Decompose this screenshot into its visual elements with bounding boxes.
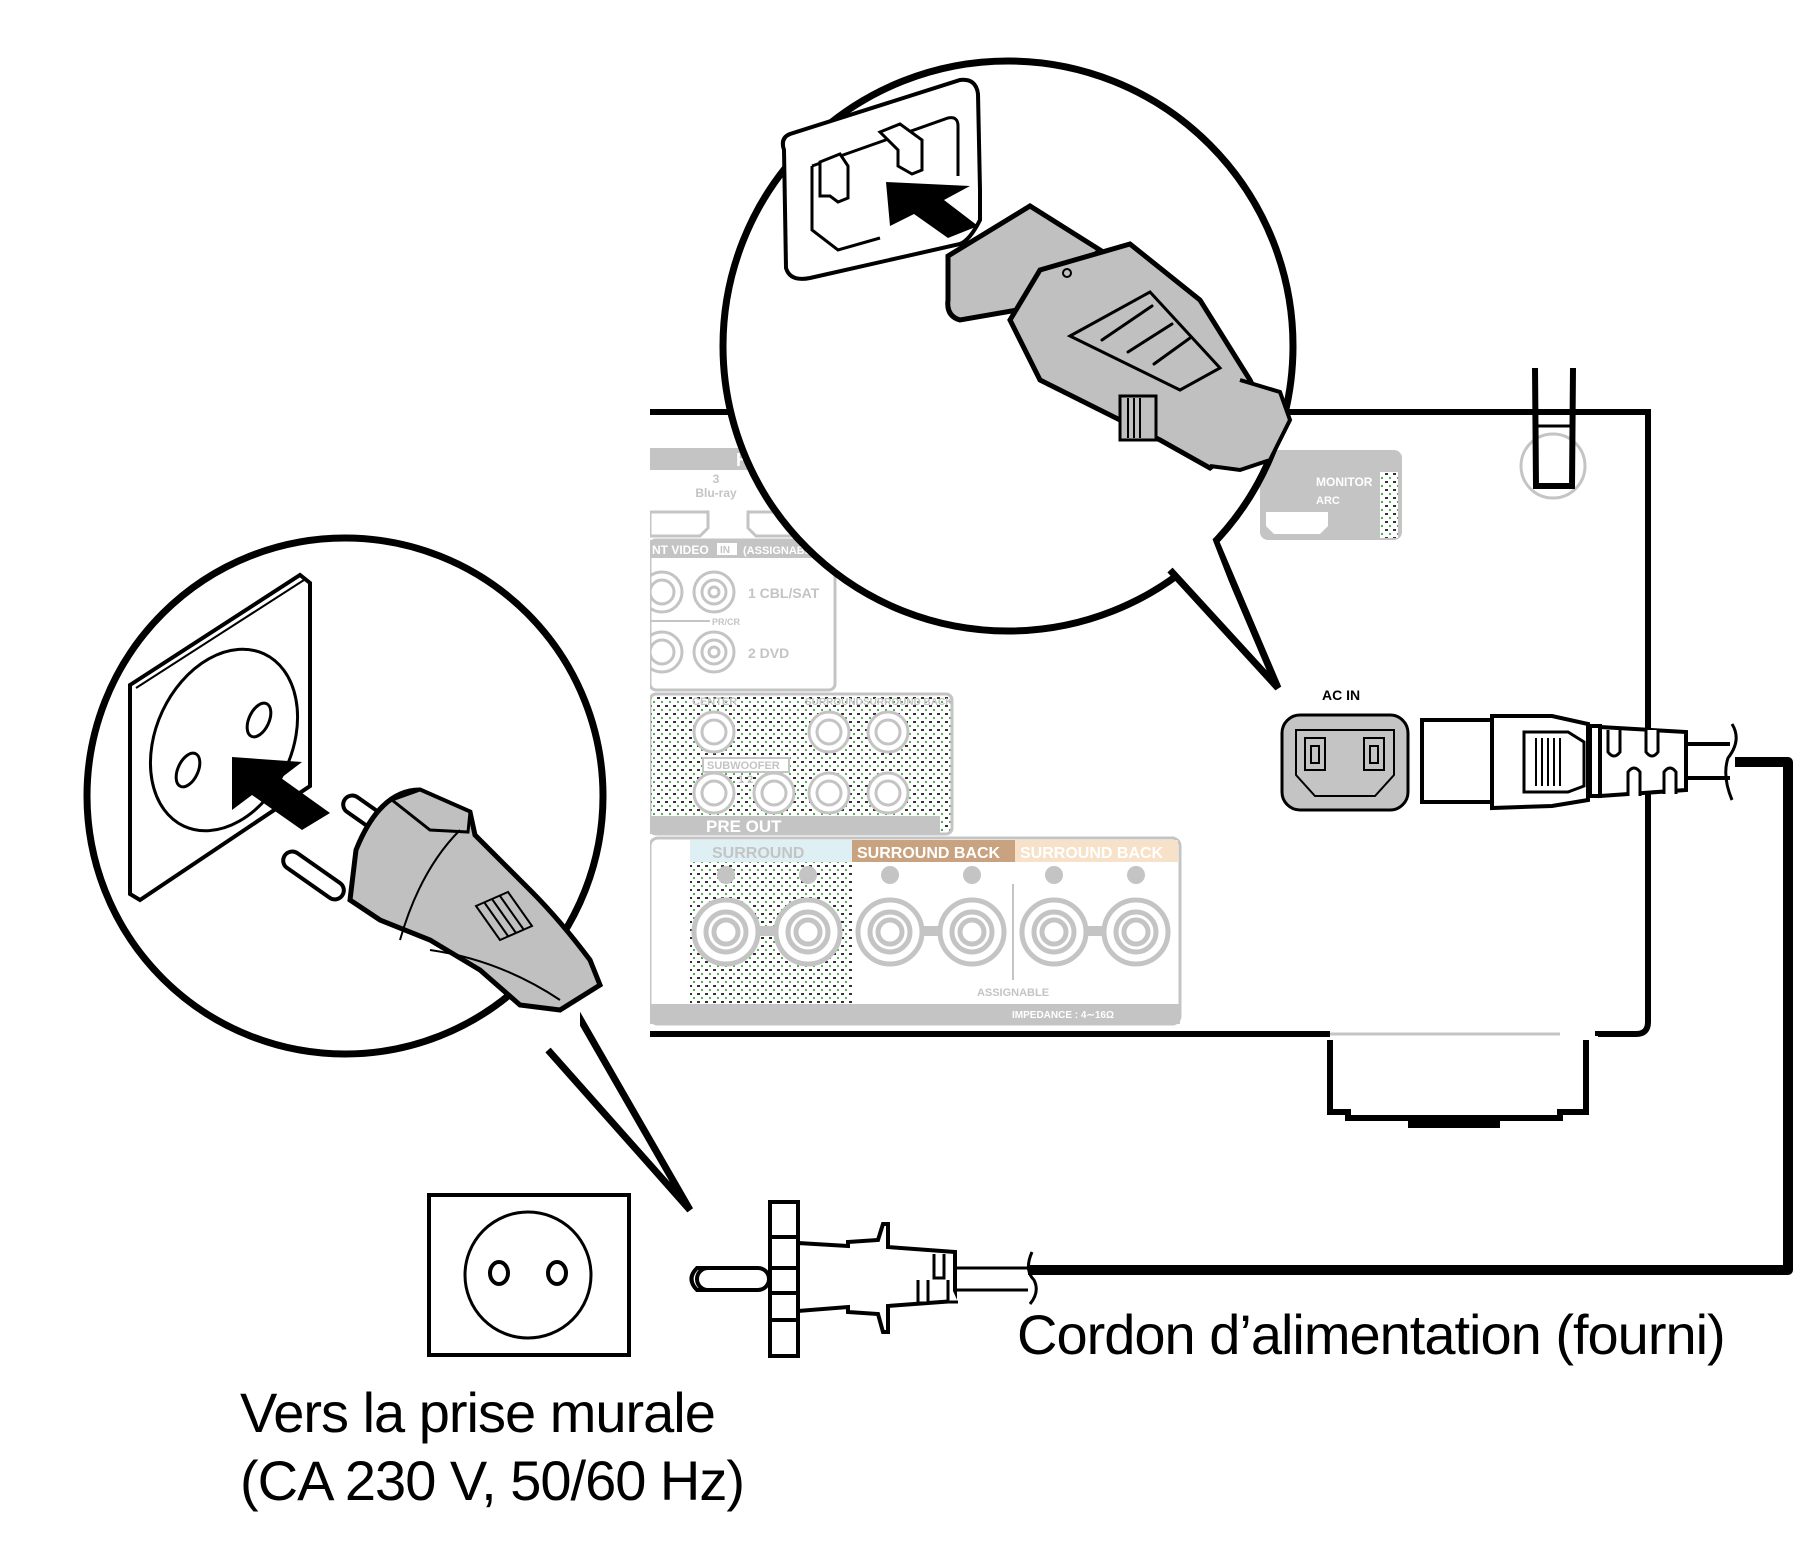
component-header: NT VIDEO xyxy=(652,543,709,557)
receiver-rear-panel: HD 3 Blu-ray NT VIDEO IN (ASSIGNABLE) 1 … xyxy=(650,367,1738,1128)
preout-title: PRE OUT xyxy=(706,817,782,836)
speaker-terminals xyxy=(691,866,1171,980)
receiver-foot xyxy=(1327,1040,1589,1121)
schuko-plug xyxy=(347,787,604,1013)
preout-label-subwoofer: SUBWOOFER xyxy=(707,760,780,772)
rca-jack xyxy=(692,710,910,815)
ac-in-label: AC IN xyxy=(1322,687,1360,703)
hdmi-monitor-port-icon xyxy=(1266,512,1328,534)
wall-outlet-caption: Vers la prise murale xyxy=(240,1381,716,1444)
europlug-icon xyxy=(689,1200,1038,1358)
wall-outlet-voltage-caption: (CA 230 V, 50/60 Hz) xyxy=(240,1449,745,1512)
speaker-group-surround-back-r: SURROUND BACK xyxy=(857,845,1001,862)
assignable-label: ASSIGNABLE xyxy=(977,987,1049,999)
callout-wall-socket xyxy=(83,534,694,1213)
preout-label-surround: SURROUND xyxy=(805,697,863,708)
wall-outlet-icon xyxy=(427,1193,631,1357)
hdmi-input-name: Blu-ray xyxy=(695,486,737,500)
power-cord-caption: Cordon d’alimentation (fourni) xyxy=(1017,1303,1726,1366)
rca-jack xyxy=(650,570,736,674)
subwoofer-numbers: 1 2 xyxy=(738,774,753,786)
speaker-group-surround-l: SURROUND xyxy=(712,845,804,862)
component-in-badge: IN xyxy=(720,545,730,556)
callout-ac-inlet xyxy=(719,57,1297,691)
speaker-group-surround-back-l: SURROUND BACK xyxy=(1020,845,1164,862)
hdmi-port-icon xyxy=(650,510,710,538)
preout-label-center: CENTER xyxy=(692,696,737,708)
hdmi-arc-label: ARC xyxy=(1316,495,1340,507)
hdmi-input-number: 3 xyxy=(713,472,720,486)
component-pr-label: PR/CR xyxy=(712,617,741,627)
receiver-outline xyxy=(650,409,1651,1037)
iec-plug xyxy=(1420,714,1738,811)
insert-arrow-icon xyxy=(886,182,978,238)
component-input-1: 1 CBL/SAT xyxy=(748,585,820,601)
impedance-label: IMPEDANCE : 4∼16Ω xyxy=(1012,1010,1114,1021)
component-input-2: 2 DVD xyxy=(748,645,789,661)
ac-inlet xyxy=(1280,713,1410,812)
preout-label-surround-back: SURROUND BACK xyxy=(863,697,953,708)
power-cord xyxy=(1028,757,1793,1275)
insert-arrow-icon xyxy=(232,757,330,830)
antenna-post xyxy=(1519,367,1587,500)
hdmi-monitor-label: MONITOR xyxy=(1316,475,1373,489)
plug-grip-icon xyxy=(474,890,534,942)
